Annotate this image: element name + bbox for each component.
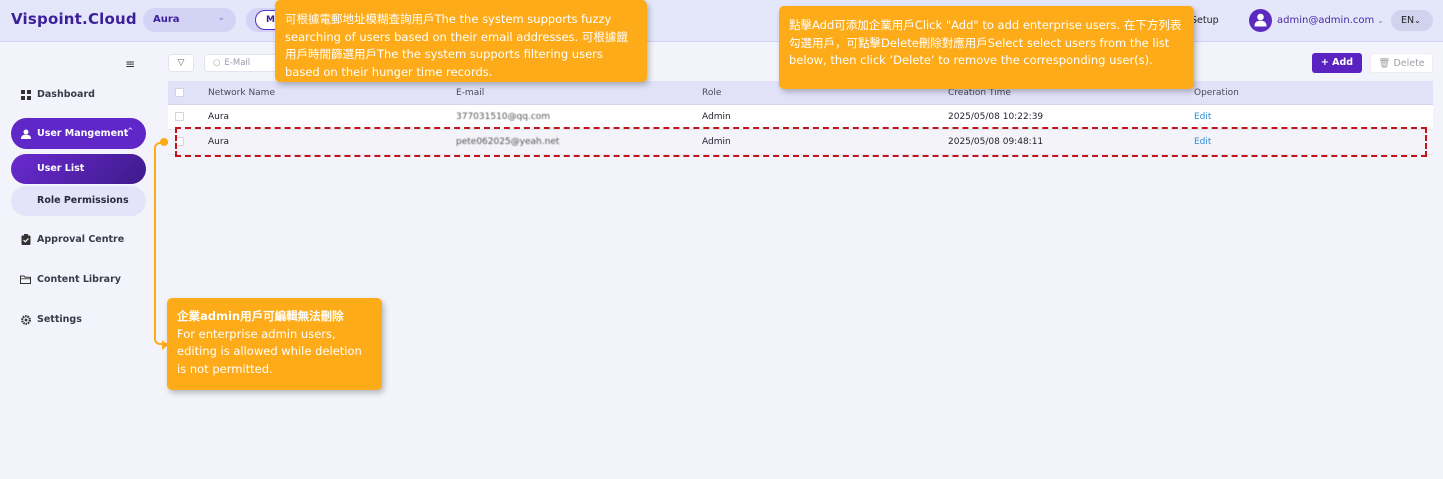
table-row: Aura 377031510@qq.com Admin 2025/05/08 1… [168, 105, 1433, 130]
filter-icon: ▽ [177, 58, 185, 68]
table-row: Aura pete062025@yeah.net Admin 2025/05/0… [168, 130, 1433, 155]
callout-connector-line [154, 142, 168, 345]
creation-time: 2025/05/08 10:22:39 [948, 112, 1044, 122]
email: pete062025@yeah.net [456, 137, 560, 147]
role: Admin [702, 112, 731, 122]
language-value: EN [1401, 15, 1415, 26]
chevron-down-icon: ⌄ [1377, 16, 1384, 25]
sidebar-item-label: Content Library [37, 274, 121, 285]
trash-icon: 🗑︎ [1378, 58, 1391, 69]
search-hint-callout: 可根據電郵地址模糊查詢用戶The the system supports fuz… [275, 0, 647, 82]
sidebar-item-dashboard[interactable]: Dashboard [20, 89, 95, 100]
callout-connector-dot [160, 138, 168, 146]
sidebar-item-label: Settings [37, 314, 82, 325]
sidebar-item-settings[interactable]: Settings [20, 314, 82, 325]
edit-link[interactable]: Edit [1194, 137, 1212, 147]
sidebar-item-content-library[interactable]: Content Library [20, 274, 121, 285]
email: 377031510@qq.com [456, 112, 551, 122]
column-header: Role [702, 88, 722, 98]
app-logo: Vispoint.Cloud [11, 10, 137, 28]
creation-time: 2025/05/08 09:48:11 [948, 137, 1044, 147]
admin-hint-callout: 企業admin用戶可編輯無法刪除 For enterprise admin us… [167, 298, 382, 390]
row-checkbox[interactable] [175, 112, 184, 121]
search-placeholder: E-Mail [224, 58, 251, 68]
column-header: Operation [1194, 88, 1239, 98]
user-icon [21, 129, 31, 139]
organization-select[interactable]: Aura ⌄ [143, 8, 236, 32]
add-delete-hint-callout: 點擊Add可添加企業用戶Click "Add" to add enterpris… [779, 6, 1194, 89]
sidebar-item-label: User Mangement [37, 128, 129, 139]
delete-label: Delete [1393, 58, 1425, 69]
gear-icon [20, 314, 31, 325]
grid-icon [20, 89, 31, 100]
folder-icon [20, 274, 31, 285]
select-all-checkbox[interactable] [175, 88, 184, 97]
column-header: E-mail [456, 88, 485, 98]
admin-hint-body: For enterprise admin users, editing is a… [177, 326, 362, 376]
column-header: Creation Time [948, 88, 1011, 98]
user-menu[interactable]: admin@admin.com⌄ [1277, 15, 1384, 26]
user-email: admin@admin.com [1277, 15, 1375, 26]
setup-link[interactable]: Setup [1191, 15, 1219, 26]
admin-row-highlight [175, 127, 1427, 157]
chevron-up-icon: ⌃ [126, 127, 134, 137]
filter-button[interactable]: ▽ [168, 54, 194, 72]
edit-link[interactable]: Edit [1194, 112, 1212, 122]
chevron-down-icon: ⌄ [217, 13, 225, 23]
sidebar-item-label: Dashboard [37, 89, 95, 100]
add-user-button[interactable]: + Add [1312, 53, 1362, 73]
callout-arrow-icon [162, 340, 168, 350]
sidebar-item-user-management[interactable]: User Mangement ⌃ [11, 118, 146, 149]
search-icon: ○ [213, 58, 221, 68]
chevron-down-icon: ⌄ [1414, 16, 1421, 25]
sidebar: ≡ Dashboard User Mangement ⌃ User List R… [0, 43, 158, 479]
menu-collapse-icon[interactable]: ≡ [125, 57, 136, 71]
sidebar-subitem-role-permissions[interactable]: Role Permissions [11, 186, 146, 216]
sidebar-subitem-user-list[interactable]: User List [11, 154, 146, 184]
language-select[interactable]: EN⌄ [1391, 10, 1433, 31]
network-name: Aura [208, 137, 230, 147]
clipboard-check-icon [20, 234, 31, 245]
sidebar-item-approval-centre[interactable]: Approval Centre [20, 234, 124, 245]
sidebar-item-label: Approval Centre [37, 234, 125, 245]
admin-hint-title: 企業admin用戶可編輯無法刪除 [177, 309, 344, 323]
network-name: Aura [208, 112, 230, 122]
delete-user-button[interactable]: 🗑︎ Delete [1370, 53, 1433, 73]
organization-select-value: Aura [153, 14, 180, 25]
user-avatar[interactable] [1249, 9, 1272, 32]
role: Admin [702, 137, 731, 147]
top-header: Vispoint.Cloud Aura ⌄ Mo Setup admin@adm… [0, 0, 1443, 42]
column-header: Network Name [208, 88, 275, 98]
user-icon [1254, 13, 1267, 27]
